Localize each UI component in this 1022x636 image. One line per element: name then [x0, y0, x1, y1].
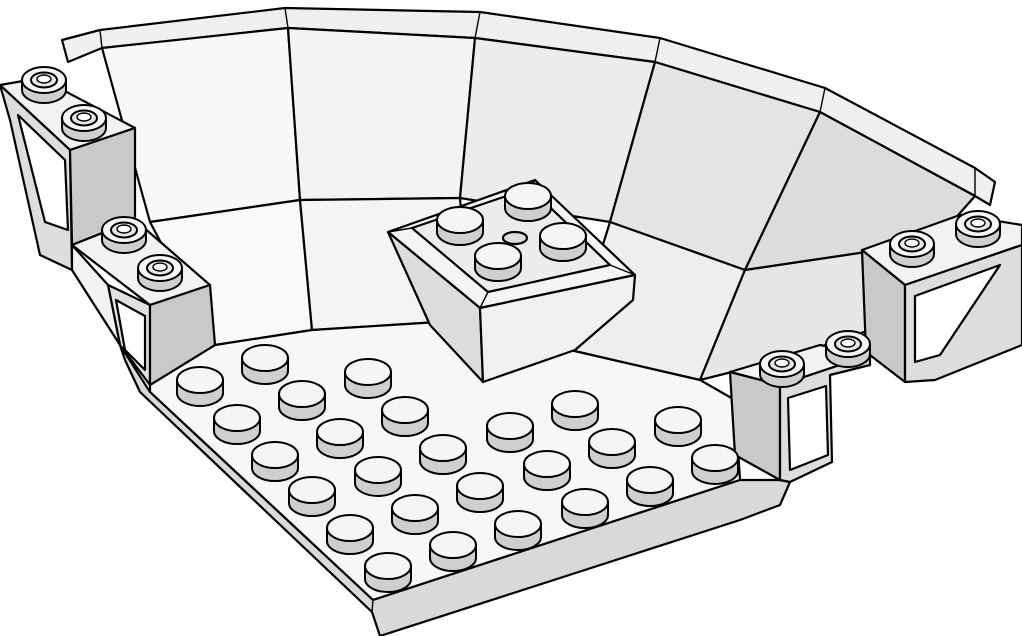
stud	[364, 552, 412, 593]
hollow-stud	[137, 254, 183, 292]
stud	[539, 222, 587, 262]
stud	[344, 358, 392, 399]
stud	[654, 406, 702, 447]
stud	[494, 510, 542, 551]
stud	[381, 396, 429, 437]
stud	[176, 366, 224, 407]
hollow-studs	[21, 66, 1001, 388]
stud	[561, 488, 609, 529]
stud	[523, 450, 571, 491]
wall-lower-band	[148, 196, 882, 382]
stud	[326, 514, 374, 555]
hollow-stud	[101, 216, 147, 254]
stud	[354, 456, 402, 497]
stud	[316, 418, 364, 459]
stud	[456, 472, 504, 513]
hollow-stud	[955, 210, 1001, 248]
floor-studs	[176, 344, 739, 593]
hollow-stud	[21, 66, 67, 104]
stud	[391, 494, 439, 535]
stud	[691, 444, 739, 485]
hollow-stud	[759, 350, 805, 388]
stud	[251, 441, 299, 482]
stud	[474, 242, 522, 282]
stud	[419, 434, 467, 475]
stud	[551, 390, 599, 431]
hollow-stud	[889, 230, 935, 268]
stud	[288, 476, 336, 517]
stud	[626, 466, 674, 507]
stud	[504, 182, 552, 222]
stud	[588, 428, 636, 469]
hollow-stud	[825, 330, 871, 368]
stud	[213, 404, 261, 445]
stud	[436, 206, 484, 246]
block-studs	[436, 182, 587, 282]
stud	[241, 344, 289, 385]
stud	[486, 412, 534, 453]
hollow-stud	[61, 104, 107, 142]
stud	[278, 380, 326, 421]
stud	[429, 531, 477, 572]
